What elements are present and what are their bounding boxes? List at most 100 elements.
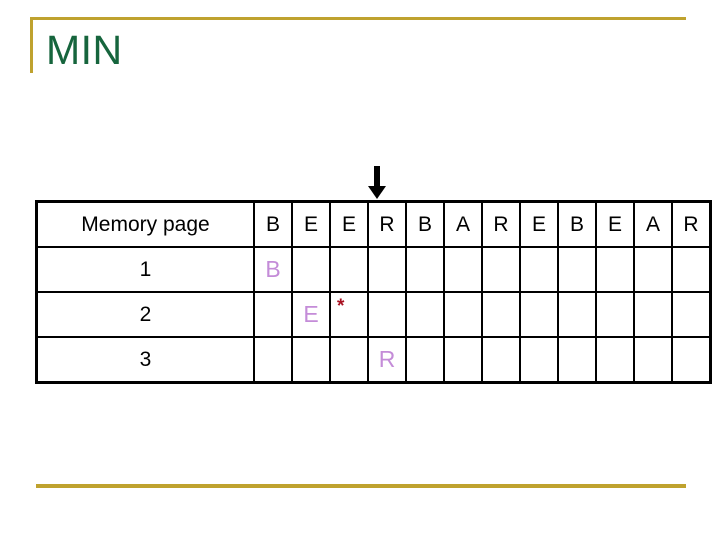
reference-header-cell: B <box>557 201 597 248</box>
frame-number-label: 2 <box>139 302 152 326</box>
reference-header-cell: E <box>329 201 369 248</box>
reference-letter: R <box>493 212 509 236</box>
frame-slot-content <box>559 248 595 291</box>
frame-slot-content <box>521 338 557 381</box>
frame-slot-cell <box>367 291 407 338</box>
frame-slot-content: E <box>293 293 329 336</box>
frame-slot-content <box>635 248 671 291</box>
frame-slot-cell <box>519 291 559 338</box>
reference-letter: R <box>379 212 395 236</box>
frame-number-cell: 2 <box>36 291 255 338</box>
frame-slot-cell <box>443 291 483 338</box>
frame-slot-cell <box>253 291 293 338</box>
frame-slot-cell <box>519 336 559 383</box>
frame-slot-content <box>635 293 671 336</box>
frame-slot-cell: B <box>253 246 293 293</box>
reference-letter: A <box>645 212 660 236</box>
frame-slot-cell: E <box>291 291 331 338</box>
reference-letter: B <box>417 212 432 236</box>
frame-slot-content <box>369 248 405 291</box>
frame-slot-content <box>369 293 405 336</box>
frame-number-cell: 3 <box>36 336 255 383</box>
frame-slot-content <box>597 293 633 336</box>
page-title: MIN <box>46 27 123 73</box>
frame-slot-content <box>483 338 519 381</box>
slide-accent-top-rule <box>30 17 686 20</box>
reference-header-cell: R <box>671 201 711 248</box>
reference-letter: A <box>455 212 470 236</box>
reference-header-cell: A <box>443 201 483 248</box>
frame-slot-content <box>407 293 443 336</box>
frame-slot-content <box>597 248 633 291</box>
frame-slot-content <box>597 338 633 381</box>
frame-slot-cell <box>671 246 711 293</box>
frame-slot-content <box>255 293 291 336</box>
reference-header-cell: B <box>405 201 445 248</box>
frame-slot-content <box>483 293 519 336</box>
frame-slot-cell <box>481 291 521 338</box>
frame-number-label: 1 <box>139 257 152 281</box>
frame-slot-cell <box>671 336 711 383</box>
frame-slot-content <box>673 248 709 291</box>
frame-slot-cell <box>329 336 369 383</box>
frame-slot-content <box>445 293 481 336</box>
reference-header-cell: A <box>633 201 673 248</box>
frame-number-label: 3 <box>139 347 152 371</box>
frame-slot-cell <box>633 246 673 293</box>
reference-header-cell: R <box>367 201 407 248</box>
resident-page-letter: B <box>265 256 281 282</box>
frame-slot-cell <box>481 246 521 293</box>
frame-slot-cell <box>443 246 483 293</box>
slide-accent-left-rule <box>30 17 33 73</box>
frame-slot-content <box>521 248 557 291</box>
frame-slot-content <box>255 338 291 381</box>
frame-slot-content <box>521 293 557 336</box>
reference-letter: B <box>569 212 584 236</box>
reference-letter: R <box>683 212 699 236</box>
memory-page-header-label: Memory page <box>81 212 210 236</box>
frame-slot-cell <box>557 291 597 338</box>
frame-slot-content <box>483 248 519 291</box>
frame-slot-cell <box>291 246 331 293</box>
frame-slot-cell <box>405 246 445 293</box>
reference-letter: E <box>341 212 356 236</box>
frame-slot-cell <box>405 291 445 338</box>
reference-header-cell: B <box>253 201 293 248</box>
slide-accent-footer-rule <box>36 484 686 488</box>
frame-slot-content <box>673 338 709 381</box>
reference-letter: E <box>607 212 622 236</box>
frame-slot-content <box>445 248 481 291</box>
frame-slot-cell <box>633 336 673 383</box>
frame-slot-content <box>293 338 329 381</box>
frame-slot-cell <box>405 336 445 383</box>
reference-letter: E <box>303 212 318 236</box>
frame-slot-cell <box>633 291 673 338</box>
reference-letter: B <box>265 212 280 236</box>
frame-slot-content <box>407 248 443 291</box>
frame-slot-content <box>293 248 329 291</box>
reference-header-cell: E <box>519 201 559 248</box>
frame-slot-cell <box>595 246 635 293</box>
frame-slot-content <box>673 293 709 336</box>
frame-slot-content <box>445 338 481 381</box>
reference-header-cell: R <box>481 201 521 248</box>
frame-slot-cell <box>291 336 331 383</box>
resident-page-letter: E <box>303 301 319 327</box>
frame-slot-cell <box>443 336 483 383</box>
frame-slot-cell <box>253 336 293 383</box>
reference-header-cell: E <box>291 201 331 248</box>
frame-slot-cell: R <box>367 336 407 383</box>
reference-header-cell: E <box>595 201 635 248</box>
down-arrow-icon <box>368 166 386 199</box>
frame-slot-cell <box>557 336 597 383</box>
frame-slot-content <box>407 338 443 381</box>
frame-slot-cell <box>367 246 407 293</box>
frame-slot-cell <box>595 336 635 383</box>
frame-slot-content: B <box>255 248 291 291</box>
frame-slot-content <box>559 338 595 381</box>
